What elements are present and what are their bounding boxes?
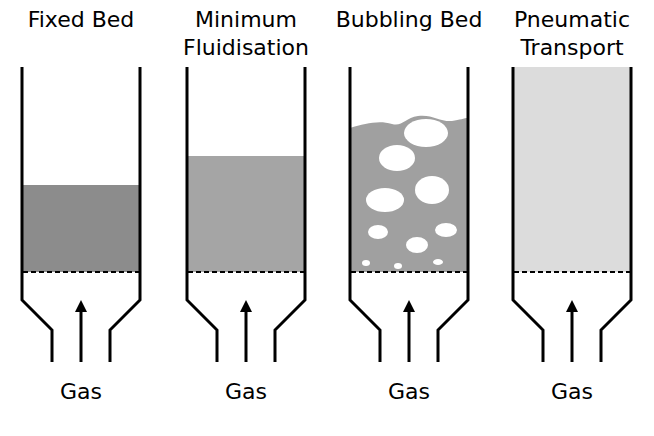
gas-bubbles — [362, 119, 457, 269]
fluidisation-regime: Minimum FluidisationGas — [171, 6, 321, 416]
regime-heading: Fixed Bed — [6, 6, 156, 34]
packed-bed — [22, 185, 140, 272]
gas-flow-arrow — [81, 306, 572, 362]
bubbling-bed — [350, 116, 468, 272]
regime-heading: Bubbling Bed — [334, 6, 484, 34]
fluidisation-regime: Bubbling BedGas — [334, 6, 484, 416]
vessel-walls — [22, 67, 631, 362]
distributor-plate — [23, 271, 630, 273]
gas-inlet-label: Gas — [497, 378, 647, 406]
dilute-suspension — [513, 67, 631, 272]
fluidised-bed — [187, 156, 305, 272]
regime-heading: Pneumatic Transport — [497, 6, 647, 62]
fluidisation-regime: Fixed BedGas — [6, 6, 156, 416]
gas-inlet-label: Gas — [6, 378, 156, 406]
gas-inlet-label: Gas — [171, 378, 321, 406]
fluidisation-regime: Pneumatic TransportGas — [497, 6, 647, 416]
regime-heading: Minimum Fluidisation — [171, 6, 321, 62]
gas-inlet-label: Gas — [334, 378, 484, 406]
